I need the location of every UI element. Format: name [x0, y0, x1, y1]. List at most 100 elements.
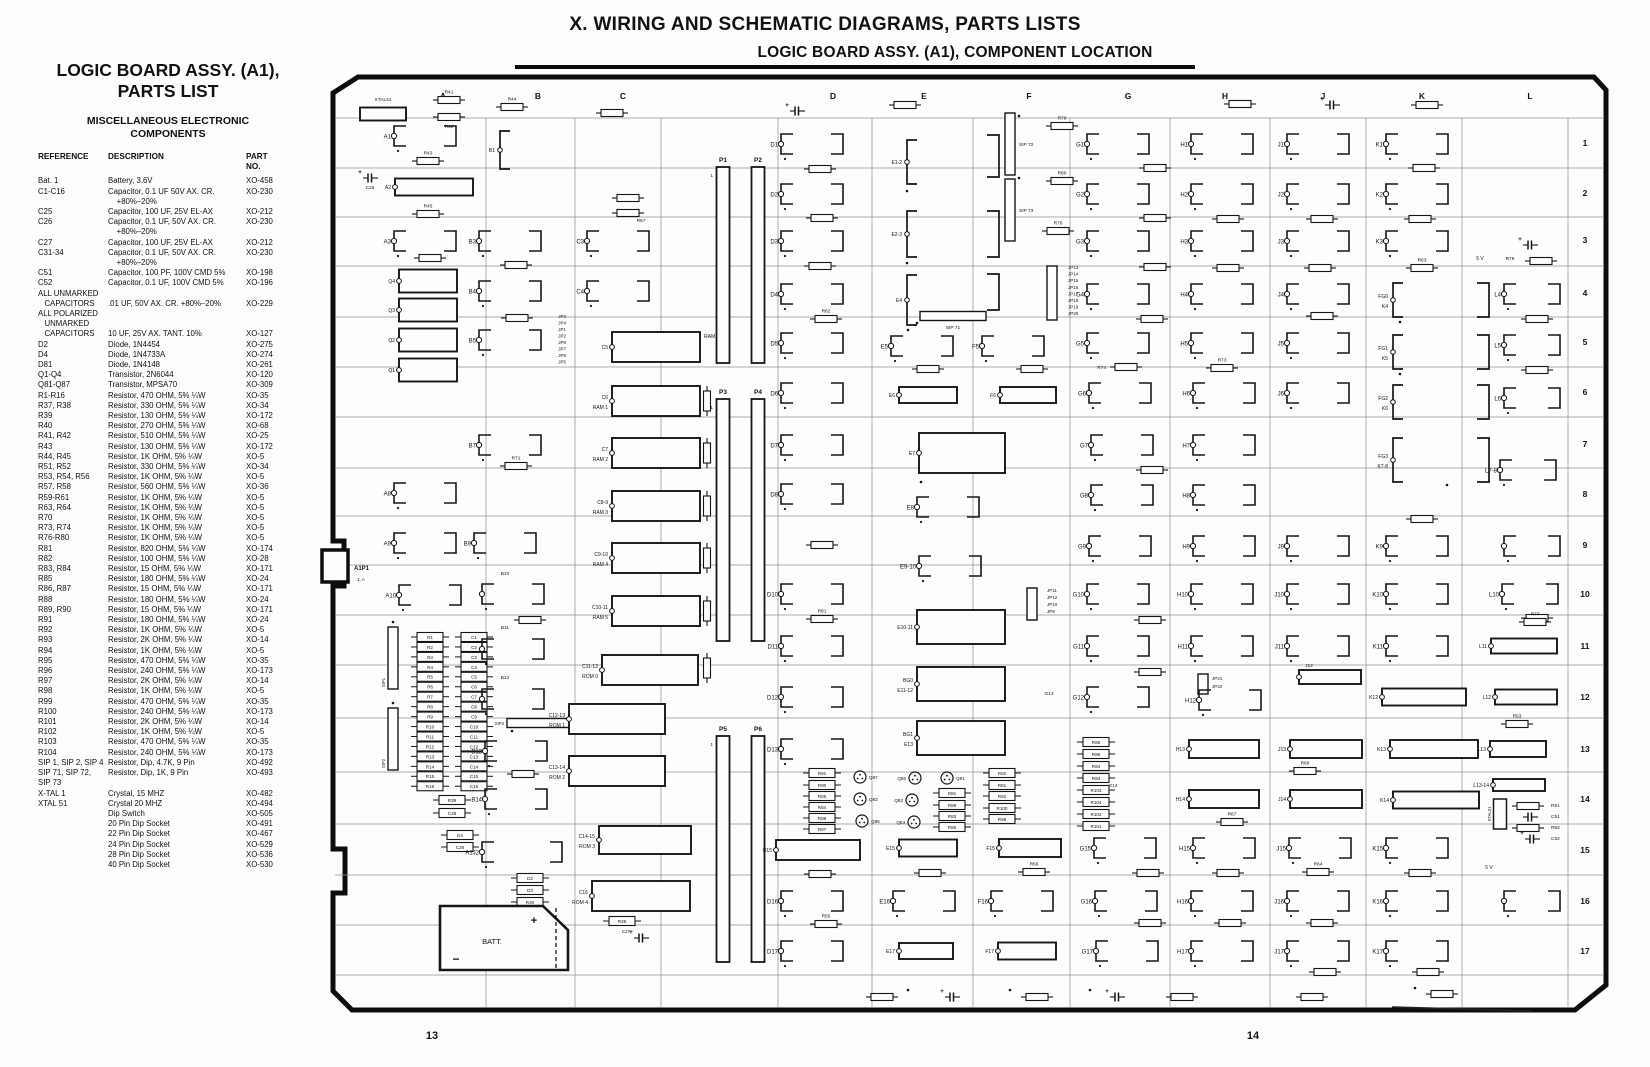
- component-sock: [1500, 535, 1561, 563]
- component-chip-D15: D15: [763, 839, 861, 861]
- component-bres-R25: R25: [603, 915, 641, 927]
- svg-text:C14-15: C14-15: [579, 834, 596, 840]
- svg-text:D13: D13: [767, 747, 779, 753]
- svg-text:BG0: BG0: [903, 678, 913, 684]
- component-bres-R101: R101: [1077, 820, 1115, 832]
- svg-text:12: 12: [1580, 692, 1590, 702]
- svg-text:A2: A2: [385, 185, 391, 191]
- row-description: Capacitor, 0.1 UF, 50V AX. CR. +80%–20%: [108, 247, 216, 267]
- component-vres: [702, 438, 712, 468]
- svg-text:JP18: JP18: [1068, 298, 1079, 303]
- component-sock-D5: D5: [770, 332, 844, 360]
- row-description: Resistor, 820 OHM, 5% ¼W: [108, 543, 206, 553]
- component-sock-B14: B14: [471, 788, 548, 816]
- row-part-no: XO-172: [246, 441, 273, 451]
- component-bres-R100: R100: [983, 802, 1021, 814]
- svg-text:C9: C9: [471, 715, 477, 720]
- svg-text:E9-10: E9-10: [900, 564, 917, 570]
- svg-text:+: +: [629, 929, 633, 936]
- component-sock-E8: E8: [907, 496, 980, 524]
- component-bres-R88: R88: [803, 812, 841, 824]
- svg-text:JP22: JP22: [1212, 684, 1223, 689]
- component-sock-H15: H15: [1179, 837, 1256, 865]
- row-description: 20 Pin Dip Socket: [108, 819, 170, 829]
- row-part-no: XO-5: [246, 727, 265, 737]
- svg-text:J13: J13: [1278, 747, 1286, 753]
- svg-text:F5: F5: [972, 344, 980, 350]
- component-sock-G8: G8: [1080, 484, 1154, 512]
- row-reference: C52: [38, 278, 53, 288]
- row-description: Resistor, 180 OHM, 5% ¼W: [108, 615, 206, 625]
- row-description: Resistor, 330 OHM, 5% ¼W: [108, 400, 206, 410]
- svg-text:D16: D16: [767, 899, 779, 905]
- svg-text:H10: H10: [1177, 592, 1189, 598]
- component-sock-K17: K17: [1372, 940, 1449, 968]
- component-res-R73: R73: [1206, 358, 1238, 373]
- svg-text:C16: C16: [470, 784, 479, 789]
- component-hbar: SIP 71: [919, 310, 987, 331]
- component-res: [1306, 311, 1338, 321]
- component-res: [1521, 314, 1553, 324]
- row-part-no: XO-530: [246, 859, 273, 869]
- svg-text:H4: H4: [1180, 292, 1188, 298]
- svg-text:XTAL41: XTAL41: [375, 97, 392, 103]
- component-sock-J1: J1: [1278, 133, 1350, 161]
- row-reference: R37, R38: [38, 400, 71, 410]
- svg-text:JP17: JP17: [1068, 291, 1079, 296]
- svg-text:C5: C5: [602, 345, 609, 351]
- row-part-no: XO-28: [246, 553, 269, 563]
- svg-text:E5: E5: [881, 344, 889, 350]
- component-txt: G14: [1108, 783, 1117, 789]
- component-dot: [906, 328, 910, 332]
- row-description: 10 UF, 25V AX. TANT. 10%: [108, 329, 202, 339]
- component-res-R77: R77: [1519, 612, 1551, 627]
- svg-text:B11: B11: [501, 625, 510, 631]
- row-part-no: XO-5: [246, 513, 265, 523]
- component-txt: C27: [622, 929, 631, 934]
- component-sock-H6: H6: [1182, 382, 1256, 410]
- component-res-R63: R63: [1406, 258, 1438, 273]
- component-sock-H12: H12: [1185, 689, 1262, 717]
- component-dot: [905, 189, 909, 193]
- row-description: Resistor, Dip, 4.7K, 9 Pin: [108, 757, 195, 767]
- row-part-no: XO-536: [246, 849, 273, 859]
- component-res-R42: R42: [433, 112, 465, 130]
- component-sock-E16: E16: [879, 890, 956, 918]
- row-description: Resistor, 100 OHM, 5% ¼W: [108, 553, 206, 563]
- svg-text:14: 14: [1580, 794, 1590, 804]
- svg-text:17: 17: [1580, 946, 1590, 956]
- svg-text:R9: R9: [427, 715, 433, 720]
- row-part-no: XO-261: [246, 359, 273, 369]
- component-txt: 5 V: [1485, 865, 1493, 871]
- svg-text:H3: H3: [1180, 239, 1188, 245]
- row-part-no: XO-25: [246, 431, 269, 441]
- component-dot: [391, 620, 395, 624]
- svg-text:H2: H2: [1180, 192, 1188, 198]
- svg-text:R14: R14: [426, 764, 435, 769]
- svg-text:H5: H5: [1180, 341, 1188, 347]
- svg-text:RAM 0: RAM 0: [704, 334, 720, 340]
- row-reference: R88: [38, 594, 53, 604]
- svg-text:D15: D15: [763, 848, 772, 854]
- component-bres-R103: R103: [1077, 784, 1115, 796]
- row-description: Capacitor, 100 PF, 100V CMD 5%: [108, 268, 226, 278]
- svg-text:SIP4: SIP4: [495, 721, 505, 726]
- row-reference: C26: [38, 217, 53, 227]
- component-cap: +: [1518, 236, 1538, 250]
- component-res-R53: R53: [1501, 714, 1533, 729]
- row-reference: R39: [38, 410, 53, 420]
- row-description: .01 UF, 50V AX. CR. +80%–20%: [108, 298, 221, 308]
- component-res: [596, 108, 628, 118]
- row-description: 24 Pin Dip Socket: [108, 839, 170, 849]
- svg-text:D: D: [830, 91, 836, 101]
- row-reference: Q1-Q4: [38, 370, 62, 380]
- svg-text:D10: D10: [767, 592, 779, 598]
